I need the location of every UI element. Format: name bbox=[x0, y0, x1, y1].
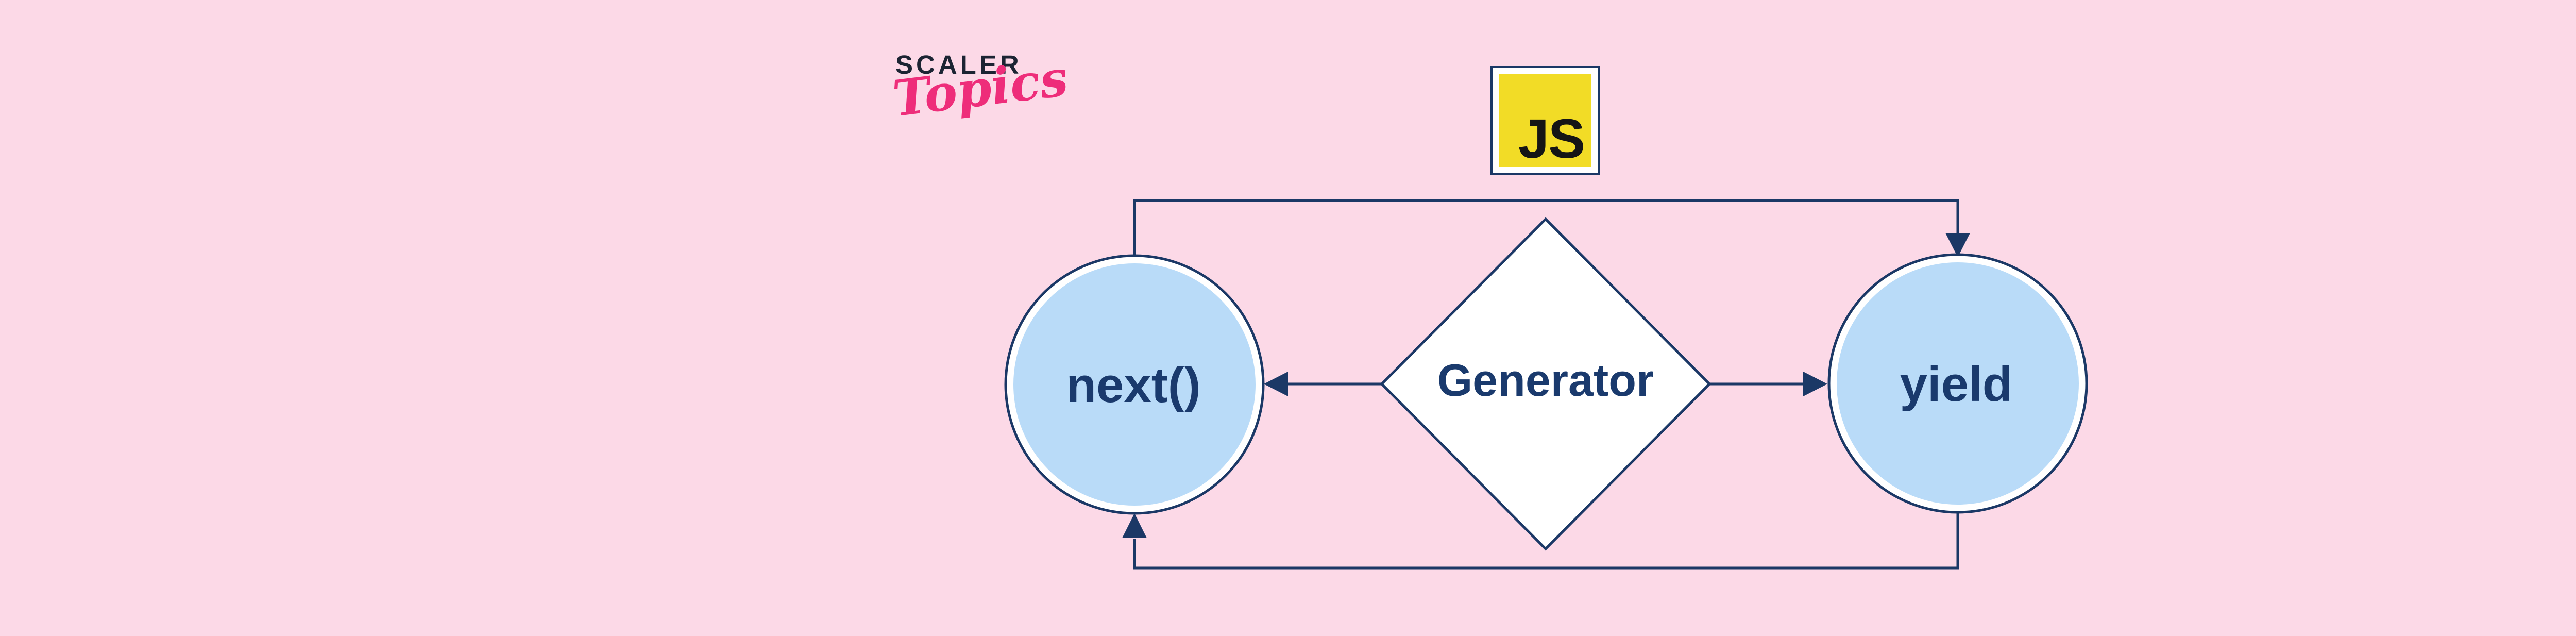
arrowhead-down-icon bbox=[1945, 233, 1970, 257]
next-node-circle bbox=[1013, 263, 1256, 506]
yield-node: yield bbox=[1827, 253, 2088, 514]
arrowhead-up-icon bbox=[1122, 513, 1147, 538]
arrowhead-right-icon bbox=[1803, 372, 1827, 396]
generator-node-label: Generator bbox=[1437, 355, 1654, 406]
edge-yield-to-next-bottom bbox=[1133, 511, 1959, 570]
yield-node-circle bbox=[1837, 262, 2079, 505]
javascript-logo-badge: JS bbox=[1490, 66, 1600, 175]
generator-node: Generator bbox=[1380, 217, 1711, 551]
next-node-label: next() bbox=[1066, 358, 1200, 413]
javascript-logo-yellow-square: JS bbox=[1499, 74, 1591, 167]
javascript-logo-label: JS bbox=[1518, 107, 1585, 170]
next-node: next() bbox=[1004, 254, 1265, 515]
edge-next-to-yield-top bbox=[1133, 199, 1959, 256]
generator-diamond bbox=[1380, 217, 1711, 551]
scaler-brand-text: SCALER bbox=[895, 50, 1022, 79]
yield-node-label: yield bbox=[1900, 357, 2013, 412]
arrowhead-left-icon bbox=[1264, 372, 1288, 396]
scaler-topics-logo: SCALER Topics bbox=[890, 49, 1071, 128]
